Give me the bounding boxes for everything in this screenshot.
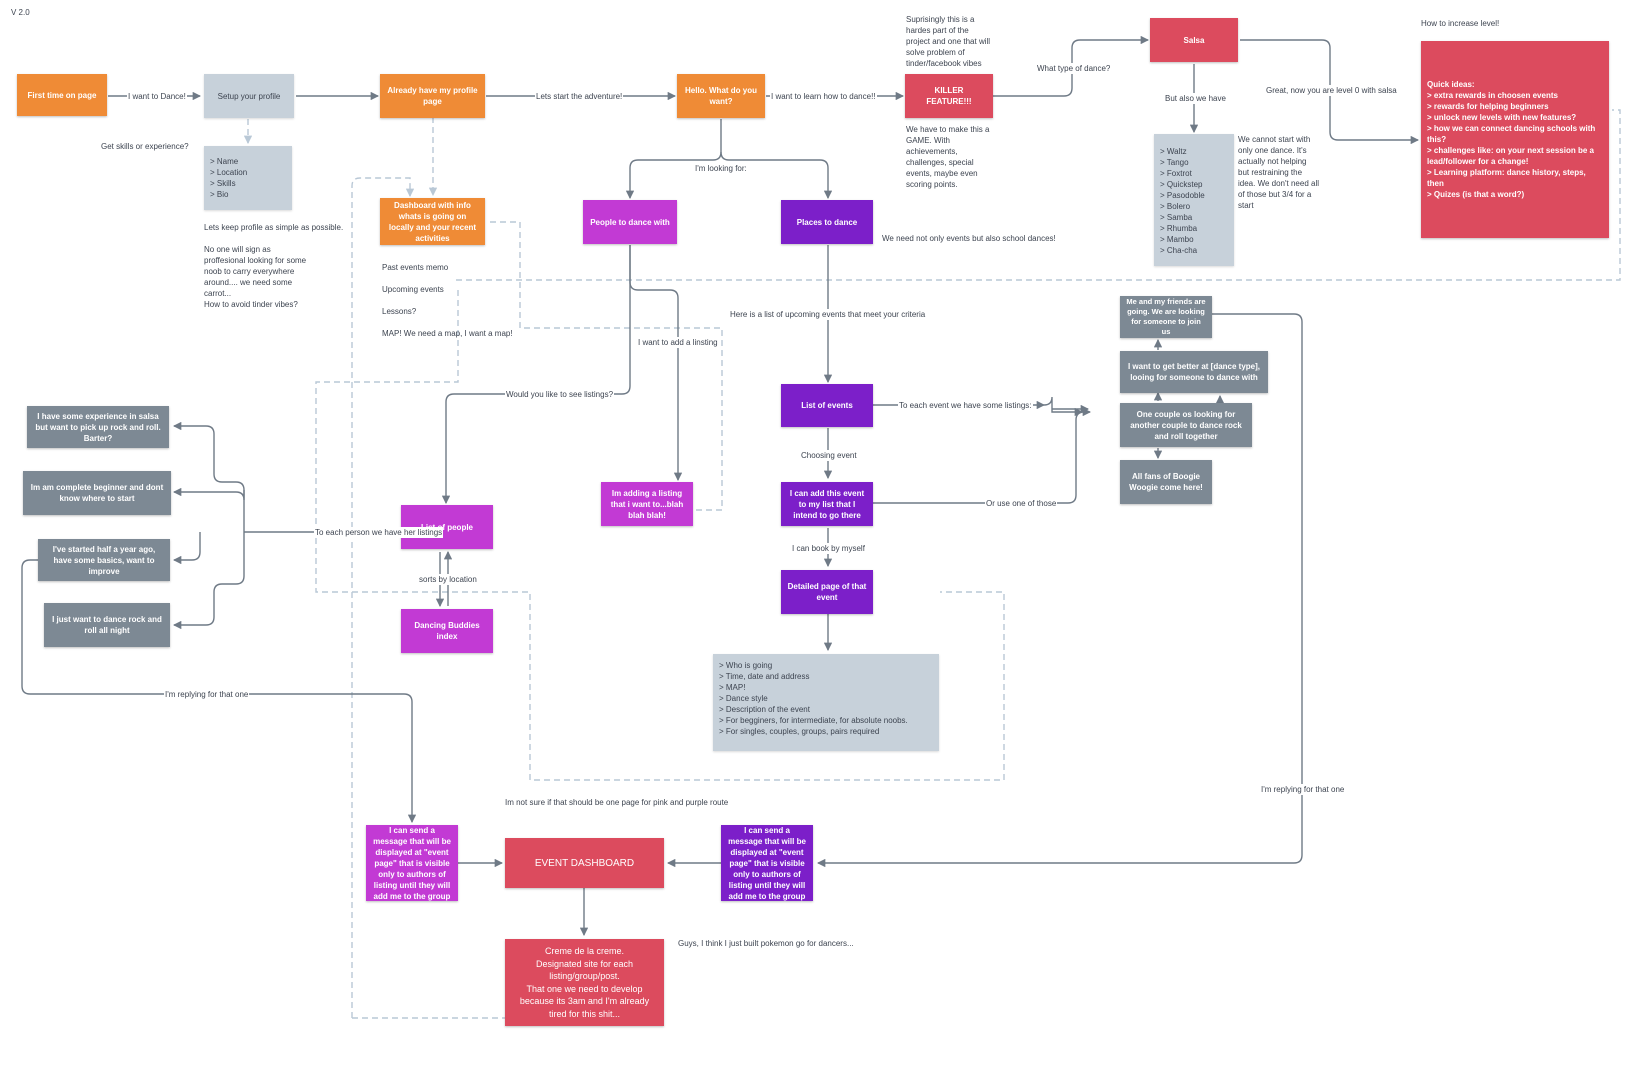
edge-people-to-list — [441, 245, 631, 505]
add-event-node[interactable]: I can add this event to my list that I i… — [781, 482, 873, 526]
exp-salsa-node[interactable]: I have some experience in salsa but want… — [27, 406, 169, 448]
edge-or-use — [873, 407, 1092, 504]
edge-label-level-zero: Great, now you are level 0 with salsa — [1265, 85, 1398, 96]
list-of-events-node[interactable]: List of events — [781, 384, 873, 427]
detailed-page-node[interactable]: Detailed page of that event — [781, 570, 873, 614]
note-surprisingly: Suprisingly this is a hardes part of the… — [906, 15, 991, 68]
killer-feature-node[interactable]: KILLER FEATURE!!! — [905, 74, 993, 118]
edge-hello-split — [625, 119, 722, 200]
edge-listings-branch-up — [1043, 396, 1084, 417]
edge-label-add-listing: I want to add a linsting — [637, 337, 719, 348]
people-to-dance-node[interactable]: People to dance with — [583, 200, 677, 244]
all-fans-node[interactable]: All fans of Boogie Woogie come here! — [1120, 460, 1212, 504]
event-dashboard-node[interactable]: EVENT DASHBOARD — [505, 838, 664, 888]
already-profile-node[interactable]: Already have my profile page — [380, 74, 485, 118]
salsa-node[interactable]: Salsa — [1150, 18, 1238, 62]
edge-label-replying-right: I'm replying for that one — [1260, 784, 1346, 795]
edge-label-would-like: Would you like to see listings? — [505, 389, 615, 400]
event-details-node: > Who is going > Time, date and address … — [713, 654, 939, 751]
edge-label-what-type: What type of dance? — [1036, 63, 1112, 74]
note-map: MAP! We need a map, I want a map! — [382, 329, 513, 338]
edge-label-book-myself: I can book by myself — [791, 543, 866, 554]
dancing-buddies-node[interactable]: Dancing Buddies index — [401, 609, 493, 653]
note-cannot-start: We cannot start with only one dance. It'… — [1238, 135, 1319, 210]
note-school-dances: We need not only events but also school … — [882, 234, 1056, 243]
note-past-events: Past events memo — [382, 263, 449, 272]
edge-label-each-person: To each person we have her listings — [314, 527, 444, 538]
version-label: V 2.0 — [11, 8, 30, 17]
dashboard-node[interactable]: Dashboard with info whats is going on lo… — [380, 198, 485, 245]
note-game: We have to make this a GAME. With achiev… — [906, 125, 990, 189]
quick-ideas-node: Quick ideas: > extra rewards in choosen … — [1421, 41, 1609, 238]
edge-left-to-beginner — [172, 487, 245, 501]
edge-label-replying-left: I'm replying for that one — [164, 689, 250, 700]
half-year-node[interactable]: I've started half a year ago, have some … — [38, 539, 170, 581]
dance-all-night-node[interactable]: I just want to dance rock and roll all n… — [44, 603, 170, 647]
edge-label-or-use: Or use one of those — [985, 498, 1058, 509]
edge-left-to-night — [172, 532, 245, 630]
edge-label-get-skills: Get skills or experience? — [100, 141, 190, 152]
dance-list-node: > Waltz > Tango > Foxtrot > Quickstep > … — [1154, 134, 1234, 266]
profile-fields-node: > Name > Location > Skills > Bio — [204, 146, 292, 210]
edge-label-also-have: But also we have — [1164, 93, 1227, 104]
dashed-region-dashboard — [351, 177, 415, 1018]
edge-label-sorts-location: sorts by location — [418, 574, 478, 585]
edge-label-choosing-event: Choosing event — [800, 450, 858, 461]
setup-profile-node[interactable]: Setup your profile — [204, 74, 294, 118]
adding-listing-node[interactable]: Im adding a listing that i want to...bla… — [601, 482, 693, 526]
edge-label-learn-dance: I want to learn how to dance!! — [770, 91, 877, 102]
dashed-region-people — [315, 290, 1005, 781]
creme-node[interactable]: Creme de la creme. Designated site for e… — [505, 939, 664, 1026]
note-how-increase: How to increase level! — [1421, 19, 1500, 28]
places-to-dance-node[interactable]: Places to dance — [781, 200, 873, 244]
send-message-purple-node[interactable]: I can send a message that will be displa… — [721, 825, 813, 901]
send-message-pink-node[interactable]: I can send a message that will be displa… — [366, 825, 458, 901]
edge-left-to-exp — [172, 421, 245, 532]
want-better-node[interactable]: I want to get better at [dance type], lo… — [1120, 351, 1268, 393]
note-not-sure: Im not sure if that should be one page f… — [505, 798, 729, 807]
edge-label-start-adventure: Lets start the adventure! — [535, 91, 624, 102]
hello-node[interactable]: Hello. What do you want? — [677, 74, 765, 118]
edge-label-looking-for: I'm looking for: — [694, 163, 748, 174]
one-couple-node[interactable]: One couple os looking for another couple… — [1120, 403, 1252, 447]
note-pokemon: Guys, I think I just built pokemon go fo… — [678, 939, 854, 948]
edge-left-to-half — [172, 532, 201, 565]
first-time-node[interactable]: First time on page — [17, 74, 107, 116]
edge-friends-reply — [816, 313, 1303, 868]
edge-label-want-dance: I want to Dance! — [127, 91, 187, 102]
note-keep-profile: Lets keep profile as simple as possible.… — [204, 223, 344, 309]
dashed-region-listing — [490, 221, 723, 511]
edge-hello-to-places — [720, 151, 833, 200]
edge-label-each-event: To each event we have some listings: — [898, 400, 1033, 411]
dashed-dashboard-right — [456, 109, 1621, 281]
note-upcoming-events: Upcoming events — [382, 285, 444, 294]
complete-beginner-node[interactable]: Im am complete beginner and dont know wh… — [23, 471, 171, 515]
edge-half-reply — [21, 559, 417, 824]
edge-label-upcoming-list: Here is a list of upcoming events that m… — [729, 309, 927, 320]
note-lessons: Lessons? — [382, 307, 417, 316]
friends-going-node[interactable]: Me and my friends are going. We are look… — [1120, 296, 1212, 338]
